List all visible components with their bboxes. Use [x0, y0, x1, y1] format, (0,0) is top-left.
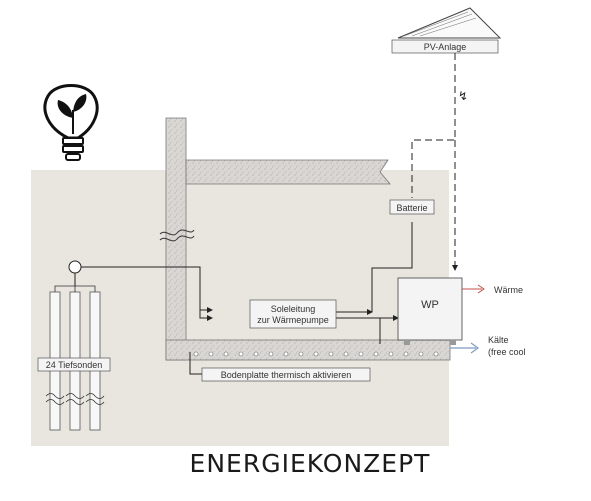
wall-break-mark — [159, 229, 195, 236]
solar-panel-icon — [397, 7, 502, 39]
slab-pipe-dot — [343, 351, 349, 357]
slab-pipe-dot — [298, 351, 304, 357]
bodenplatte-label: Bodenplatte thermisch aktivieren — [221, 370, 352, 380]
pv-label-box — [391, 39, 499, 54]
slab-pipe-dot — [268, 351, 274, 357]
slab-pipe-dot — [238, 351, 244, 357]
slab-pipe-dot — [253, 351, 259, 357]
page-title: ENERGIEKONZEPT — [190, 449, 431, 478]
slab-pipe-dot — [403, 351, 409, 357]
soleleitung-box — [249, 299, 337, 329]
kaelte-label-1: Kälte — [488, 335, 509, 345]
ceiling-slab — [185, 159, 391, 185]
pv-label: PV-Anlage — [424, 42, 467, 52]
heat-pump-box — [397, 277, 463, 341]
lightbulb-leaf-icon — [43, 84, 99, 161]
slab-pipe-dot — [418, 351, 424, 357]
batterie-label: Batterie — [396, 203, 427, 213]
slab-pipe-dot — [283, 351, 289, 357]
batterie-box — [389, 199, 435, 215]
brine-pipe — [81, 266, 213, 313]
slab-pipe-dot — [193, 351, 199, 357]
slab-pipe-dot — [358, 351, 364, 357]
slab-pipe-dot — [313, 351, 319, 357]
basement-wall — [165, 117, 187, 361]
slab-pipe-dot — [433, 351, 439, 357]
slab-pipe-dot — [208, 351, 214, 357]
lightning-icon: ↯ — [458, 89, 468, 103]
slab-pipe-dot — [373, 351, 379, 357]
floor-slab — [165, 339, 451, 361]
slab-pipe-dot — [223, 351, 229, 357]
soleleitung-label-1: Soleleitung — [271, 304, 316, 314]
floor-slab-pipes — [193, 351, 439, 357]
tiefsonden-label-box — [37, 357, 111, 372]
tiefsonden-label: 24 Tiefsonden — [46, 360, 103, 370]
kaelte-label-2: (free cool — [488, 347, 526, 357]
waerme-label: Wärme — [494, 285, 523, 295]
manifold-node — [68, 260, 82, 274]
ground-area — [31, 170, 449, 446]
slab-pipe-dot — [388, 351, 394, 357]
slab-pipe-dot — [328, 351, 334, 357]
pv-dashed-line — [411, 53, 456, 198]
soleleitung-label-2: zur Wärmepumpe — [257, 315, 329, 325]
heat-pump-label: WP — [421, 299, 439, 311]
